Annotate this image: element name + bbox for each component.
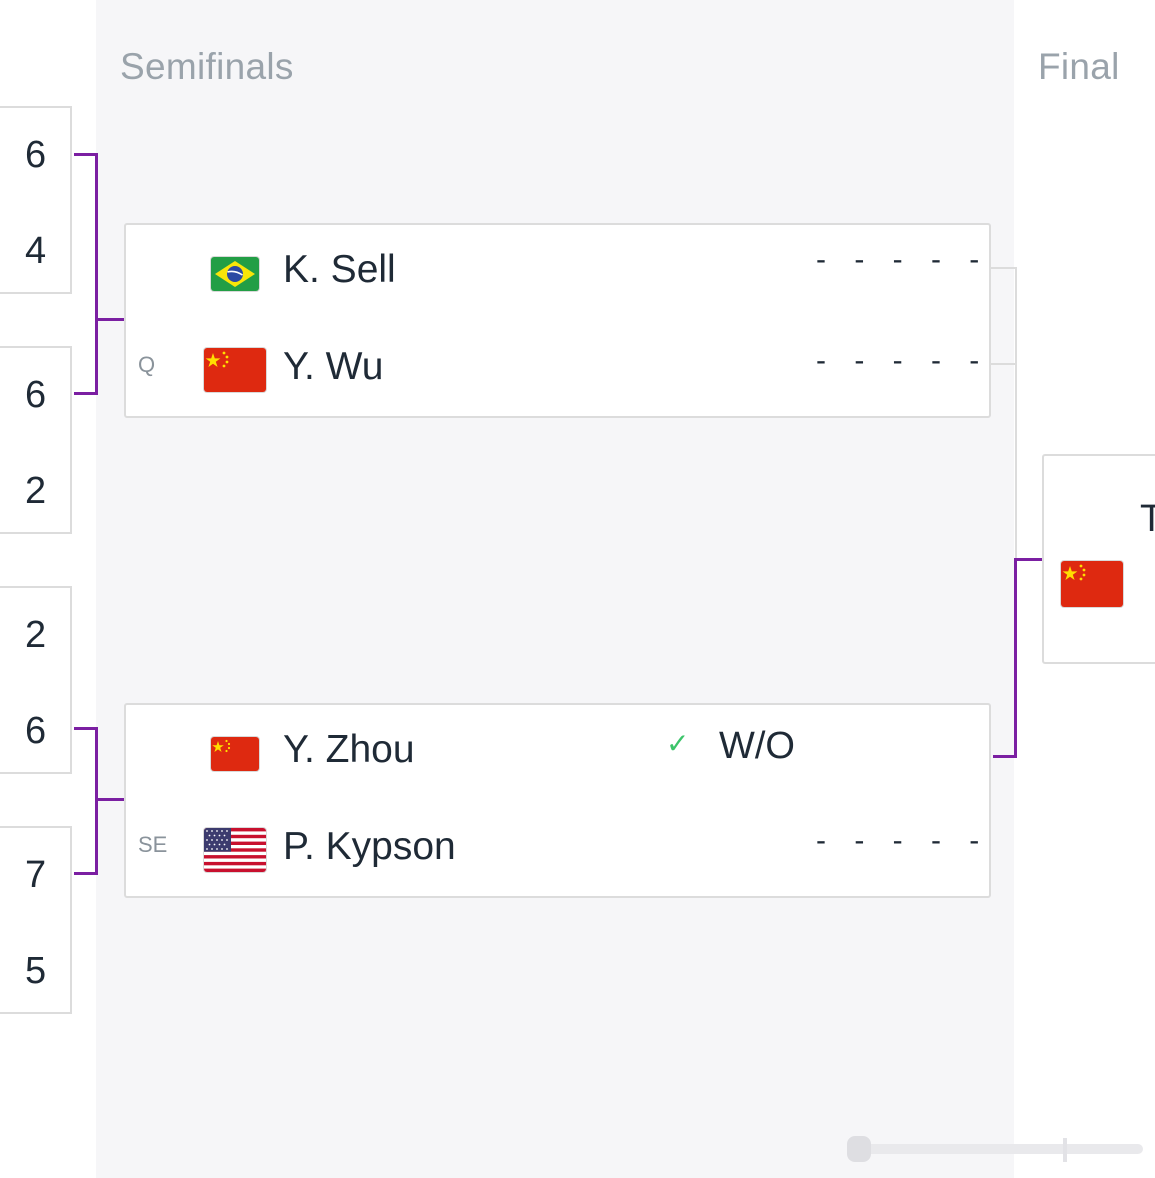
bracket-connector	[993, 558, 1017, 758]
set-score: 6	[25, 374, 47, 416]
bracket-connector	[1015, 365, 1017, 560]
previous-match-card[interactable]: 2 6	[0, 586, 72, 774]
player-name[interactable]: Y. Wu	[283, 345, 384, 388]
final-player-name[interactable]: T	[1140, 498, 1155, 540]
semifinals-column	[96, 0, 1014, 1178]
match-score: - - - - -	[816, 344, 990, 377]
bracket-connector	[991, 267, 1017, 365]
final-title: Final	[1038, 46, 1120, 87]
china-flag-icon	[1061, 561, 1123, 607]
player-row[interactable]: K. Sell - - - - -	[126, 225, 989, 321]
match-score: - - - - -	[816, 243, 990, 276]
horizontal-scrollbar[interactable]	[845, 1132, 1145, 1164]
semifinal-match-card[interactable]: K. Sell - - - - - Q Y. Wu - - - - -	[124, 223, 991, 418]
set-score: 4	[25, 230, 47, 272]
set-score: 2	[25, 470, 47, 512]
player-row[interactable]: SE	[126, 802, 989, 898]
player-name[interactable]: Y. Zhou	[283, 728, 415, 771]
semifinals-title: Semifinals	[120, 46, 294, 87]
china-flag-icon	[211, 737, 259, 771]
set-score: 6	[25, 134, 47, 176]
player-name[interactable]: K. Sell	[283, 248, 396, 291]
player-name[interactable]: P. Kypson	[283, 825, 456, 868]
set-score: 2	[25, 614, 47, 656]
previous-match-card[interactable]: 6 2	[0, 346, 72, 534]
match-score: W/O	[719, 725, 795, 767]
bracket-connector	[74, 727, 98, 875]
brazil-flag-icon	[211, 257, 259, 291]
bracket-connector	[74, 153, 98, 395]
china-flag-icon	[204, 348, 266, 392]
player-seed: SE	[138, 832, 168, 857]
previous-match-card[interactable]: 7 5	[0, 826, 72, 1014]
player-seed: Q	[138, 352, 156, 377]
match-score: - - - - -	[816, 824, 990, 857]
final-match-card[interactable]: T	[1042, 454, 1155, 664]
bracket-connector	[1014, 558, 1042, 561]
set-score: 7	[25, 854, 47, 896]
set-score: 5	[25, 950, 47, 992]
usa-flag-icon	[204, 828, 266, 872]
winner-check-icon: ✓	[666, 728, 690, 759]
player-row[interactable]: Q Y. Wu - - - - -	[126, 322, 989, 418]
semifinal-match-card[interactable]: Y. Zhou ✓ W/O SE	[124, 703, 991, 898]
bracket-connector	[98, 798, 124, 801]
previous-match-card[interactable]: 6 4	[0, 106, 72, 294]
set-score: 6	[25, 710, 47, 752]
bracket-connector	[98, 318, 124, 321]
player-row[interactable]: Y. Zhou ✓ W/O	[126, 705, 989, 801]
